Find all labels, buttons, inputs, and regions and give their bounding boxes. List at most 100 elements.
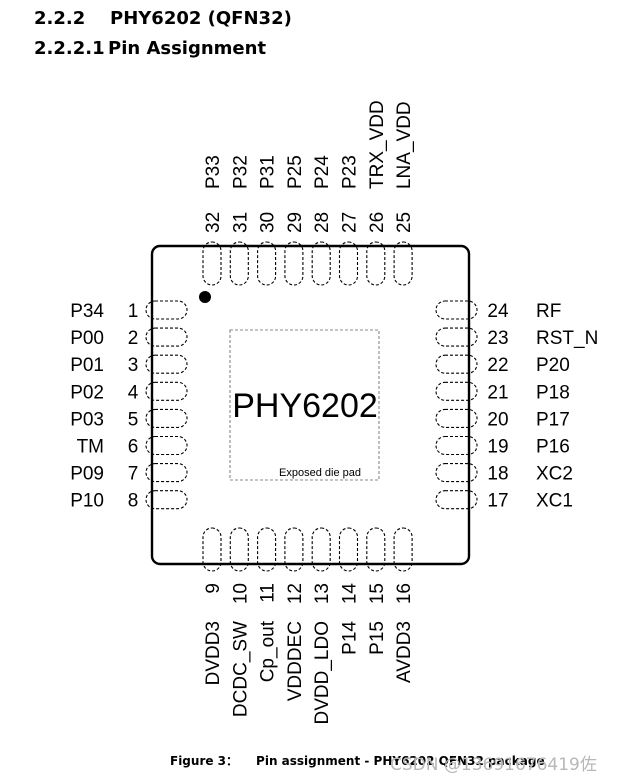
pin-pad-6	[145, 435, 188, 456]
pin-number-17: 17	[487, 491, 508, 512]
exposed-die-pad-label: Exposed die pad	[279, 467, 361, 479]
pin-name-32: P33	[203, 155, 224, 189]
pin-pad-29	[284, 241, 304, 286]
figure-caption: Figure 3： Pin assignment - PHY6202 QFN32 …	[170, 752, 545, 769]
pin-name-27: P23	[340, 155, 361, 189]
pin-name-24: RF	[536, 301, 561, 322]
pin-pad-21	[435, 381, 478, 401]
pin-name-1: P34	[70, 301, 104, 322]
pin-number-15: 15	[367, 583, 388, 604]
chip-name: PHY6202	[232, 387, 378, 425]
pin-name-16: AVDD3	[394, 621, 415, 683]
pin-pad-23	[435, 327, 478, 347]
pin-pad-28	[311, 241, 331, 286]
watermark: CSDN @13691676419佐	[390, 755, 597, 775]
pin-name-22: P20	[536, 355, 570, 376]
pin-number-23: 23	[487, 328, 508, 349]
pin-number-27: 27	[340, 212, 361, 233]
pin-pad-27	[338, 241, 359, 286]
subsection-title: Pin Assignment	[108, 38, 267, 59]
section-heading: 2.2.2 PHY6202 (QFN32)	[34, 8, 292, 29]
pin-pad-18	[435, 463, 478, 483]
pin-pad-3	[145, 354, 188, 374]
pin-pad-11	[257, 527, 277, 572]
pin-name-2: P00	[70, 328, 104, 349]
pin-name-13: DVDD_LDO	[312, 621, 333, 724]
pin-number-29: 29	[285, 212, 306, 233]
pins-layer	[145, 241, 478, 572]
pin-number-1: 1	[128, 301, 139, 322]
pin-number-22: 22	[487, 355, 508, 376]
pin-pad-12	[284, 527, 304, 572]
pin-number-10: 10	[230, 583, 251, 604]
pin-name-20: P17	[536, 409, 570, 430]
pin-number-21: 21	[487, 382, 508, 403]
pin-name-21: P18	[536, 382, 570, 403]
pin-pad-26	[366, 241, 386, 286]
pin-number-31: 31	[230, 212, 251, 233]
section-number: 2.2.2	[34, 8, 86, 29]
pin-pad-16	[393, 527, 413, 572]
pin-name-23: RST_N	[536, 328, 598, 349]
pin-name-6: TM	[77, 437, 104, 458]
pin-name-25: LNA_VDD	[394, 101, 415, 189]
pin-name-28: P24	[312, 155, 333, 189]
pin-number-32: 32	[203, 212, 224, 233]
pin-pad-30	[257, 241, 277, 286]
pin-number-3: 3	[128, 355, 139, 376]
pin-pad-9	[202, 527, 222, 572]
pin-pad-24	[435, 300, 478, 320]
figure-caption-label: Figure 3：	[170, 754, 239, 768]
pin-number-7: 7	[128, 464, 139, 485]
pin-name-29: P25	[285, 155, 306, 189]
pin-name-3: P01	[70, 355, 104, 376]
pin-pad-4	[145, 381, 188, 401]
pin-pad-10	[229, 527, 249, 572]
subsection-number: 2.2.2.1	[34, 38, 105, 59]
pin-number-14: 14	[340, 583, 361, 605]
pin-pad-15	[366, 527, 386, 572]
pin-number-19: 19	[487, 437, 508, 458]
pin-name-19: P16	[536, 437, 570, 458]
pin-name-15: P15	[367, 621, 388, 655]
pin-name-7: P09	[70, 464, 104, 485]
pin-pad-5	[145, 408, 188, 428]
pin-pad-8	[145, 490, 188, 510]
pin-name-14: P14	[340, 621, 361, 655]
pin-number-12: 12	[285, 583, 306, 604]
pin-number-25: 25	[394, 212, 415, 233]
pin1-marker-dot	[199, 291, 211, 303]
pin-pad-7	[145, 463, 188, 483]
pin-number-26: 26	[367, 212, 388, 233]
pin-number-6: 6	[128, 437, 139, 458]
pin-name-4: P02	[70, 382, 104, 403]
section-title: PHY6202 (QFN32)	[110, 8, 292, 29]
pin-name-8: P10	[70, 491, 104, 512]
pin-pad-13	[311, 527, 331, 572]
pin-number-2: 2	[128, 328, 139, 349]
pin-number-30: 30	[258, 212, 279, 233]
pin-number-13: 13	[312, 583, 333, 604]
pin-number-20: 20	[487, 409, 508, 430]
pin-number-16: 16	[394, 583, 415, 604]
figure-caption-text: Pin assignment - PHY6202 QFN32 package	[256, 754, 545, 768]
pin-name-11: Cp_out	[258, 620, 279, 682]
chip-body	[150, 244, 471, 566]
pin-pad-14	[338, 527, 359, 572]
pin-number-8: 8	[128, 491, 139, 512]
pin-number-5: 5	[128, 409, 139, 430]
pin-number-4: 4	[128, 382, 139, 403]
pin-name-5: P03	[70, 409, 104, 430]
pin-number-9: 9	[203, 583, 224, 594]
exposed-die-pad	[229, 329, 380, 481]
pin-number-28: 28	[312, 212, 333, 233]
pin-name-31: P32	[230, 155, 251, 189]
pin-pad-17	[435, 490, 478, 510]
pin-pad-19	[435, 435, 478, 456]
pin-pad-20	[435, 408, 478, 428]
pin-name-10: DCDC_SW	[230, 621, 251, 717]
pin-name-12: VDDDEC	[285, 621, 306, 701]
